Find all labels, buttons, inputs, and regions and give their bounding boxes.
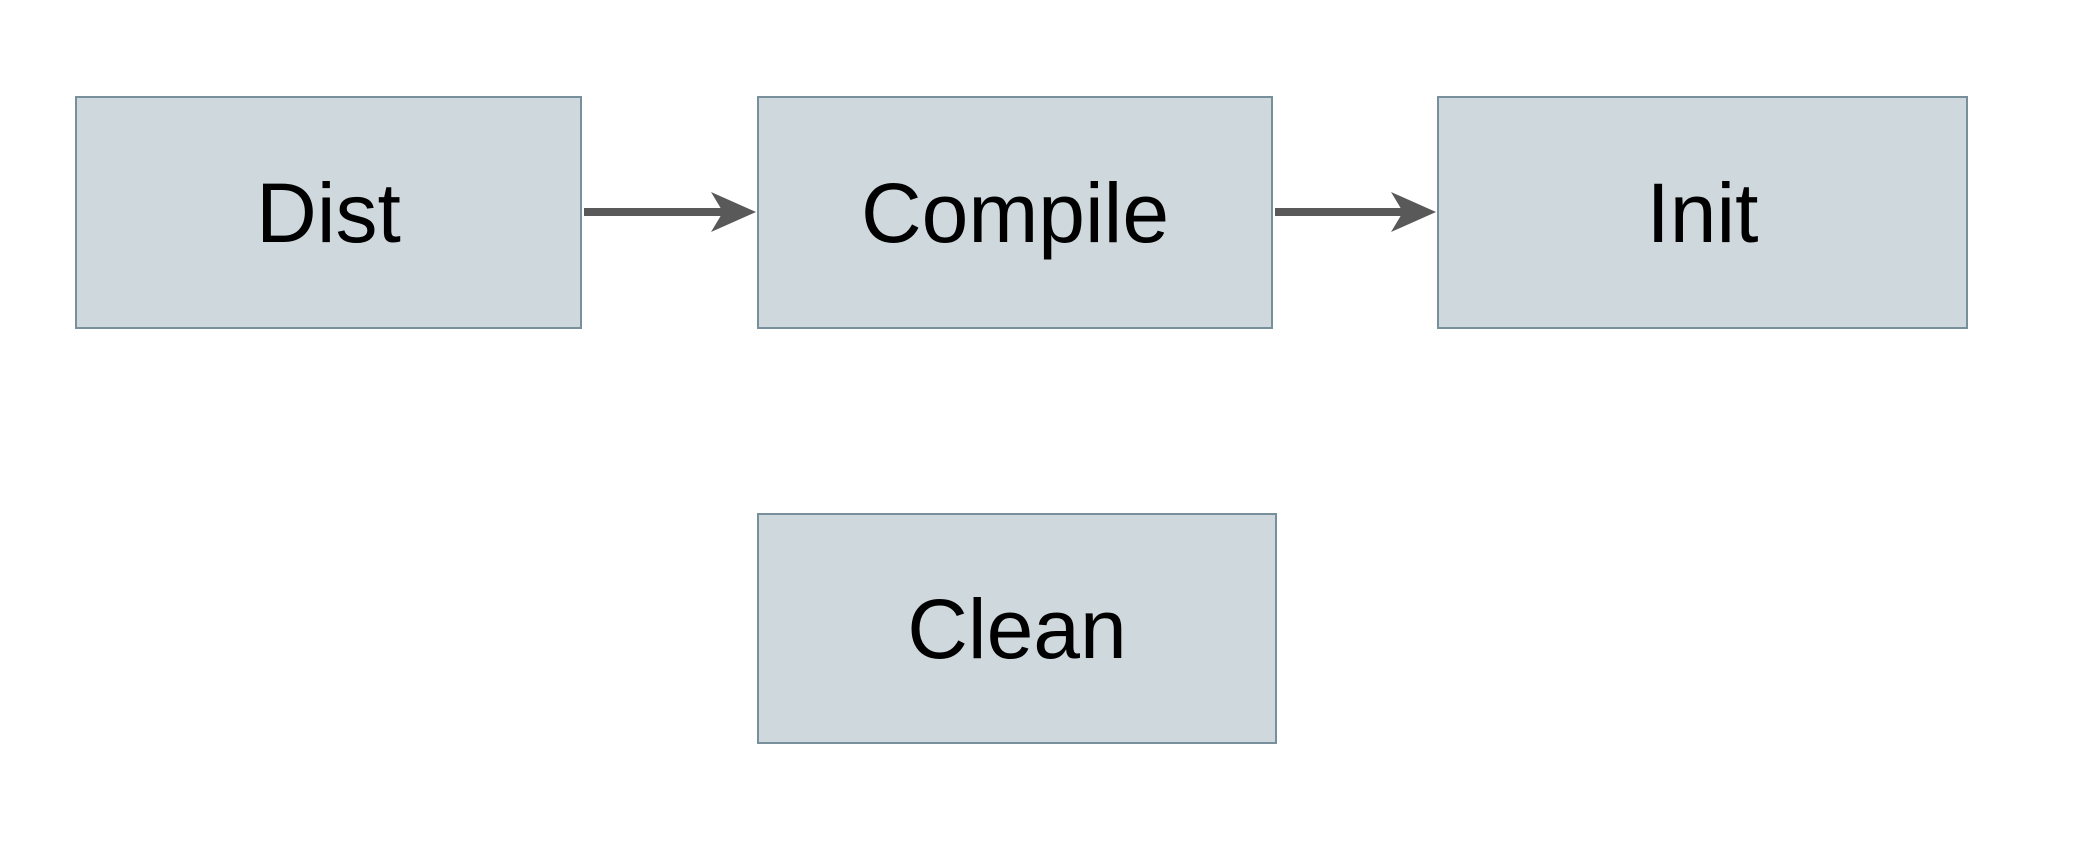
arrowhead-icon: [1391, 192, 1436, 232]
node-clean[interactable]: Clean: [757, 513, 1277, 744]
node-compile[interactable]: Compile: [757, 96, 1273, 329]
node-dist[interactable]: Dist: [75, 96, 582, 329]
node-compile-label: Compile: [860, 165, 1170, 260]
node-init[interactable]: Init: [1437, 96, 1968, 329]
arrowhead-icon: [711, 192, 756, 232]
node-clean-label: Clean: [907, 581, 1127, 676]
arrow-dist-to-compile[interactable]: [584, 192, 756, 232]
arrow-compile-to-init[interactable]: [1275, 192, 1436, 232]
node-init-label: Init: [1646, 165, 1759, 260]
node-dist-label: Dist: [256, 165, 401, 260]
